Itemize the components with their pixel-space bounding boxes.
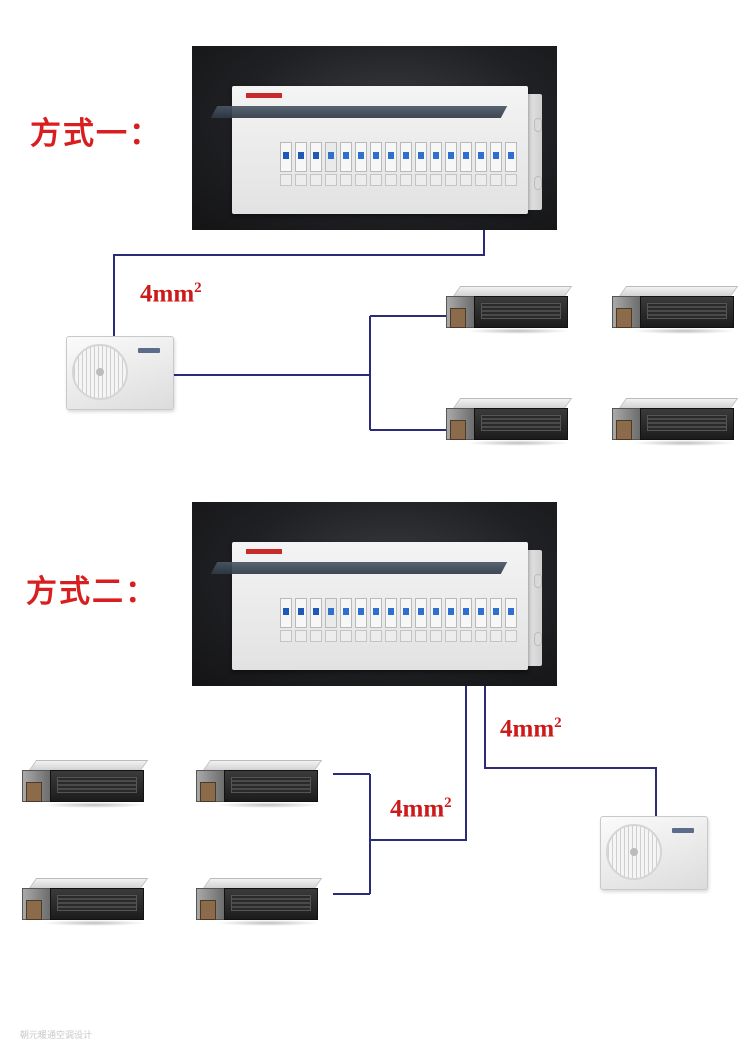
indoor-unit-1b xyxy=(612,286,739,340)
indoor-unit-1c xyxy=(446,398,573,452)
indoor-unit-2b xyxy=(196,760,323,814)
wire-panel-to-indoor xyxy=(370,640,467,841)
distribution-panel-2 xyxy=(192,502,557,686)
indoor-unit-2c xyxy=(22,878,149,932)
scheme1-title: 方式一： xyxy=(30,116,162,152)
outdoor-unit-2 xyxy=(600,816,708,890)
indoor-unit-1d xyxy=(612,398,739,452)
indoor-unit-2d xyxy=(196,878,323,932)
outdoor-unit-1 xyxy=(66,336,174,410)
scheme1-wire-label: 4mm2 xyxy=(140,280,202,308)
wire-panel-to-outdoor-2 xyxy=(484,640,657,818)
indoor-unit-2a xyxy=(22,760,149,814)
watermark: 朝元暖通空调设计 xyxy=(20,1031,93,1041)
scheme2-indoor-wire-label: 4mm2 xyxy=(390,795,452,823)
distribution-panel-1 xyxy=(192,46,557,230)
scheme2-title: 方式二： xyxy=(26,574,158,610)
scheme2-outdoor-wire-label: 4mm2 xyxy=(500,715,562,743)
indoor-unit-1a xyxy=(446,286,573,340)
